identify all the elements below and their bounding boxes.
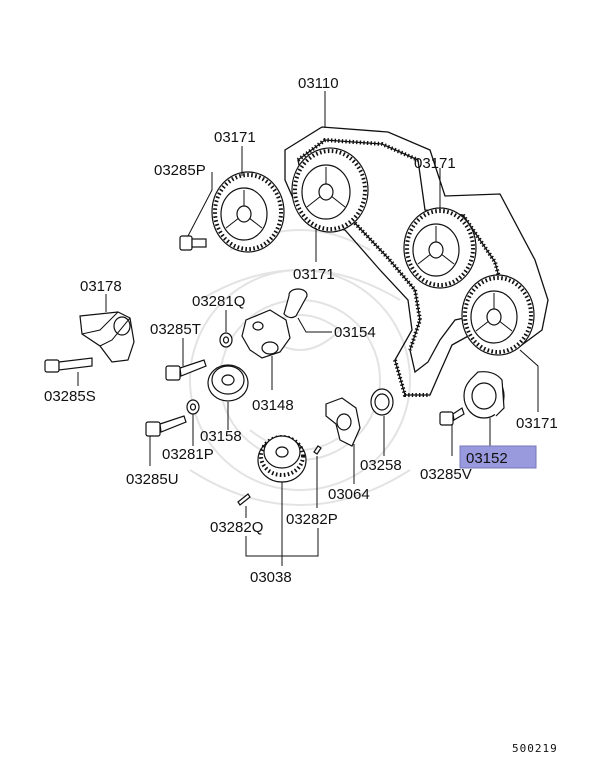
label-03285u[interactable]: 03285U xyxy=(126,471,179,488)
label-03064[interactable]: 03064 xyxy=(328,486,370,503)
label-03285s[interactable]: 03285S xyxy=(44,388,96,405)
bolt-03285s[interactable] xyxy=(44,357,93,373)
label-03171-top-left[interactable]: 03171 xyxy=(214,129,256,146)
sprocket-top-mid[interactable] xyxy=(291,147,369,233)
bolt-03285u[interactable] xyxy=(145,415,187,437)
label-03281p[interactable]: 03281P xyxy=(162,446,214,463)
label-03285v[interactable]: 03285V xyxy=(420,466,472,483)
label-03152[interactable]: 03152 xyxy=(466,450,508,467)
part-labels: 03110 03171 03285P 03171 03171 03171 031… xyxy=(44,75,558,586)
label-03154[interactable]: 03154 xyxy=(334,324,376,341)
label-03038[interactable]: 03038 xyxy=(250,569,292,586)
pin-03282q[interactable] xyxy=(237,493,251,506)
bolt-03285t[interactable] xyxy=(165,359,207,381)
label-03171-right-upper[interactable]: 03171 xyxy=(414,155,456,172)
plate-03064[interactable] xyxy=(325,397,361,447)
sprocket-right-lower[interactable] xyxy=(461,274,535,356)
tensioner-body[interactable] xyxy=(79,311,135,363)
sprocket-right-upper[interactable] xyxy=(403,207,477,289)
washer-03281p[interactable] xyxy=(186,399,200,415)
label-03282q[interactable]: 03282Q xyxy=(210,519,263,536)
label-03281q[interactable]: 03281Q xyxy=(192,293,245,310)
leader-lines xyxy=(77,91,539,566)
label-03148[interactable]: 03148 xyxy=(252,397,294,414)
idler-pulley-03158[interactable] xyxy=(207,364,249,402)
label-03282p[interactable]: 03282P xyxy=(286,511,338,528)
label-03110[interactable]: 03110 xyxy=(298,75,339,92)
pin-03154[interactable] xyxy=(283,288,308,319)
label-03178[interactable]: 03178 xyxy=(80,278,122,295)
bracket-03148[interactable] xyxy=(241,309,291,359)
footer-code: 500219 xyxy=(512,742,558,755)
label-03171-top-mid[interactable]: 03171 xyxy=(293,266,335,283)
bolt-03285v[interactable] xyxy=(439,407,465,426)
label-03171-right-lower[interactable]: 03171 xyxy=(516,415,558,432)
label-03158[interactable]: 03158 xyxy=(200,428,242,445)
idler-pulley-03038[interactable] xyxy=(257,435,307,483)
label-03258[interactable]: 03258 xyxy=(360,457,402,474)
label-03285t[interactable]: 03285T xyxy=(150,321,201,338)
highlight-box-03152 xyxy=(459,445,537,469)
bolt-03285p[interactable] xyxy=(179,235,207,251)
label-03285p[interactable]: 03285P xyxy=(154,162,206,179)
sprocket-top-left[interactable] xyxy=(211,171,285,253)
washer-03281q[interactable] xyxy=(219,332,233,348)
seal-03258[interactable] xyxy=(370,388,394,416)
tensioner-pulley-03152[interactable] xyxy=(463,371,505,419)
pin-03282p[interactable] xyxy=(313,445,322,455)
